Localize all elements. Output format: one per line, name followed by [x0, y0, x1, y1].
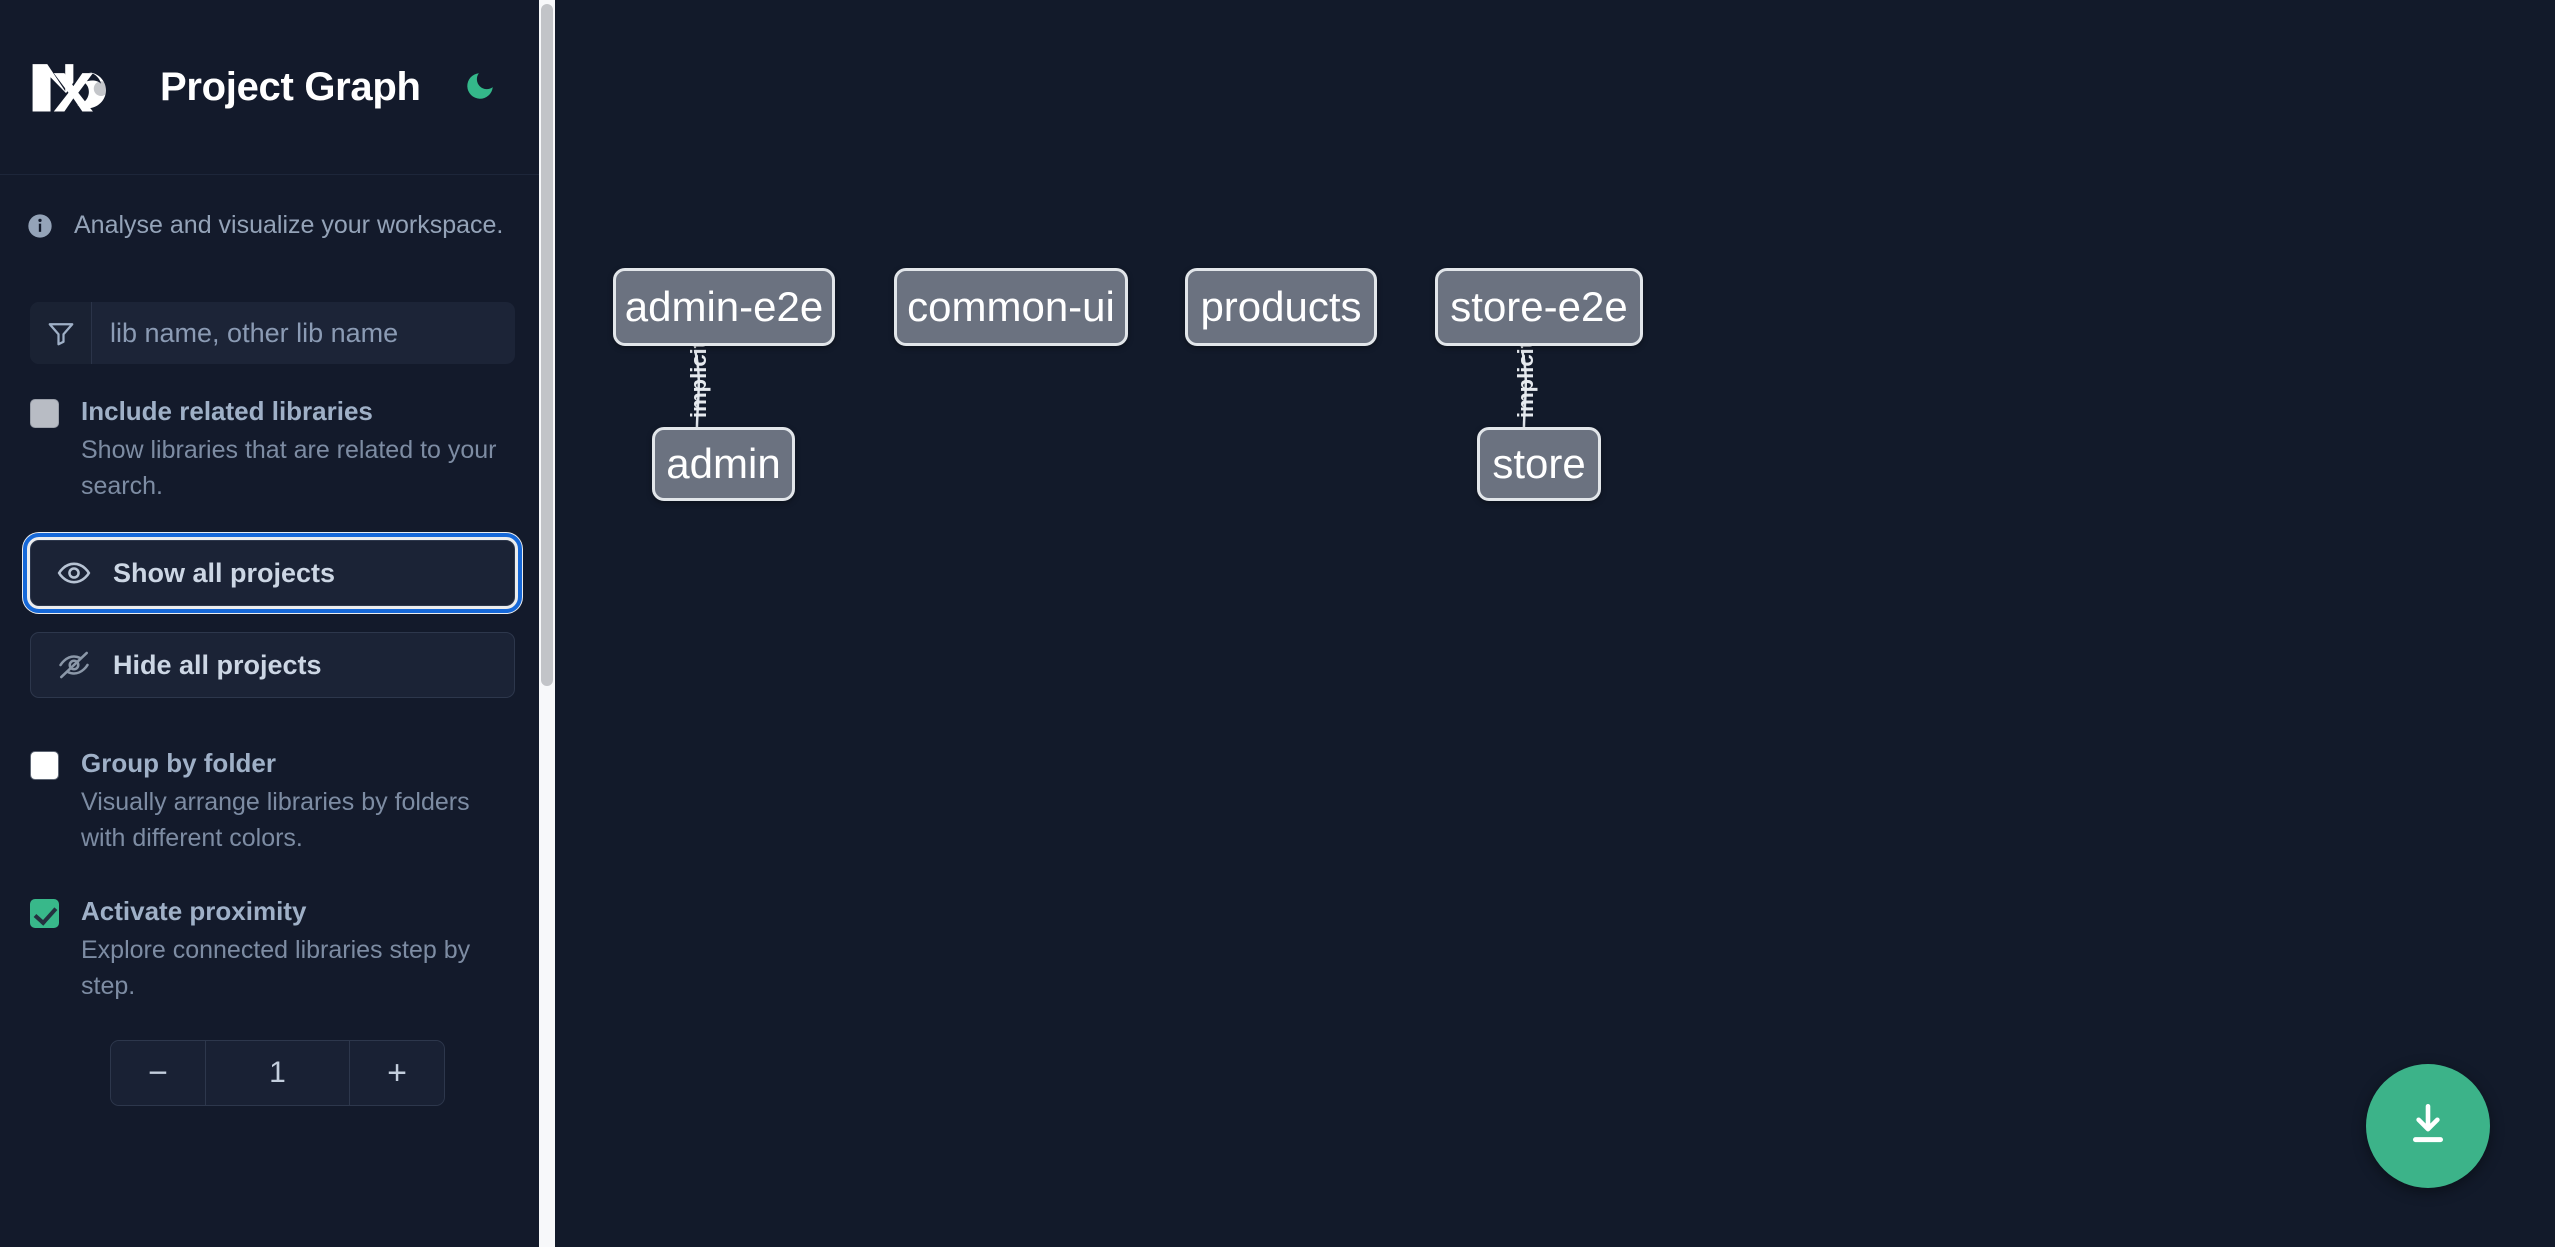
option-description: Explore connected libraries step by step… [81, 936, 471, 1000]
checkbox-activate-proximity[interactable] [30, 899, 59, 929]
eye-icon [57, 556, 91, 590]
graph-node-admin[interactable]: admin [652, 427, 795, 501]
option-description: Visually arrange libraries by folders wi… [81, 788, 470, 852]
visibility-buttons: Show all projects Hide all projects [0, 504, 545, 699]
stepper-value: 1 [269, 1056, 286, 1090]
node-label: common-ui [907, 283, 1115, 330]
filter-box[interactable] [30, 302, 515, 364]
graph-node-store-e2e[interactable]: store-e2e [1435, 268, 1643, 346]
page-title: Project Graph [160, 64, 421, 109]
hide-all-projects-label: Hide all projects [113, 649, 322, 680]
checkbox-group-by-folder[interactable] [30, 751, 59, 781]
eye-off-icon [57, 648, 91, 682]
hide-all-projects-button[interactable]: Hide all projects [30, 632, 515, 699]
edge-label-implicit: implicit [686, 340, 711, 418]
nx-logo-icon [26, 56, 124, 118]
search-input[interactable] [92, 302, 515, 364]
node-label: store [1492, 440, 1586, 487]
proximity-stepper[interactable]: − 1 + [110, 1040, 445, 1107]
sidebar-header: Project Graph [0, 0, 545, 175]
option-label: Include related libraries [81, 396, 373, 426]
show-all-projects-button[interactable]: Show all projects [23, 533, 522, 614]
sidebar: Project Graph Ana [0, 0, 555, 1247]
info-icon [26, 212, 54, 240]
sidebar-scrollbar-thumb[interactable] [541, 4, 553, 686]
graph-canvas[interactable]: implicit implicit admin-e2e common-ui pr… [555, 0, 2555, 1247]
option-description: Show libraries that are related to your … [81, 436, 497, 500]
theme-toggle-button[interactable] [459, 66, 501, 108]
download-graph-button[interactable] [2366, 1064, 2490, 1188]
graph-edges [685, 349, 1535, 475]
node-label: products [1200, 283, 1362, 330]
option-group-by-folder[interactable]: Group by folder Visually arrange librari… [0, 698, 545, 856]
option-activate-proximity[interactable]: Activate proximity Explore connected lib… [0, 856, 545, 1004]
increment-button[interactable]: + [349, 1041, 444, 1106]
node-label: admin-e2e [624, 283, 824, 330]
show-all-projects-label: Show all projects [113, 557, 336, 588]
filter-section [0, 240, 545, 364]
edge-label-implicit: implicit [1513, 340, 1538, 418]
graph-node-admin-e2e[interactable]: admin-e2e [613, 268, 835, 346]
workspace-info: Analyse and visualize your workspace. [0, 175, 545, 240]
download-icon [2403, 1100, 2453, 1153]
graph-node-products[interactable]: products [1185, 268, 1377, 346]
moon-icon [463, 69, 497, 106]
filter-funnel-icon [30, 302, 92, 364]
option-include-related-libraries[interactable]: Include related libraries Show libraries… [0, 364, 545, 504]
option-label: Activate proximity [81, 896, 307, 927]
workspace-info-text: Analyse and visualize your workspace. [74, 211, 504, 239]
proximity-stepper-wrap: − 1 + [0, 1004, 545, 1107]
sidebar-scrollbar[interactable] [539, 0, 555, 1247]
graph-node-common-ui[interactable]: common-ui [894, 268, 1128, 346]
node-label: admin [666, 440, 781, 487]
graph-node-store[interactable]: store [1477, 427, 1601, 501]
decrement-button[interactable]: − [111, 1041, 206, 1106]
node-label: store-e2e [1450, 283, 1628, 330]
option-label: Group by folder [81, 748, 276, 779]
checkbox-include-related-libraries[interactable] [30, 399, 59, 428]
